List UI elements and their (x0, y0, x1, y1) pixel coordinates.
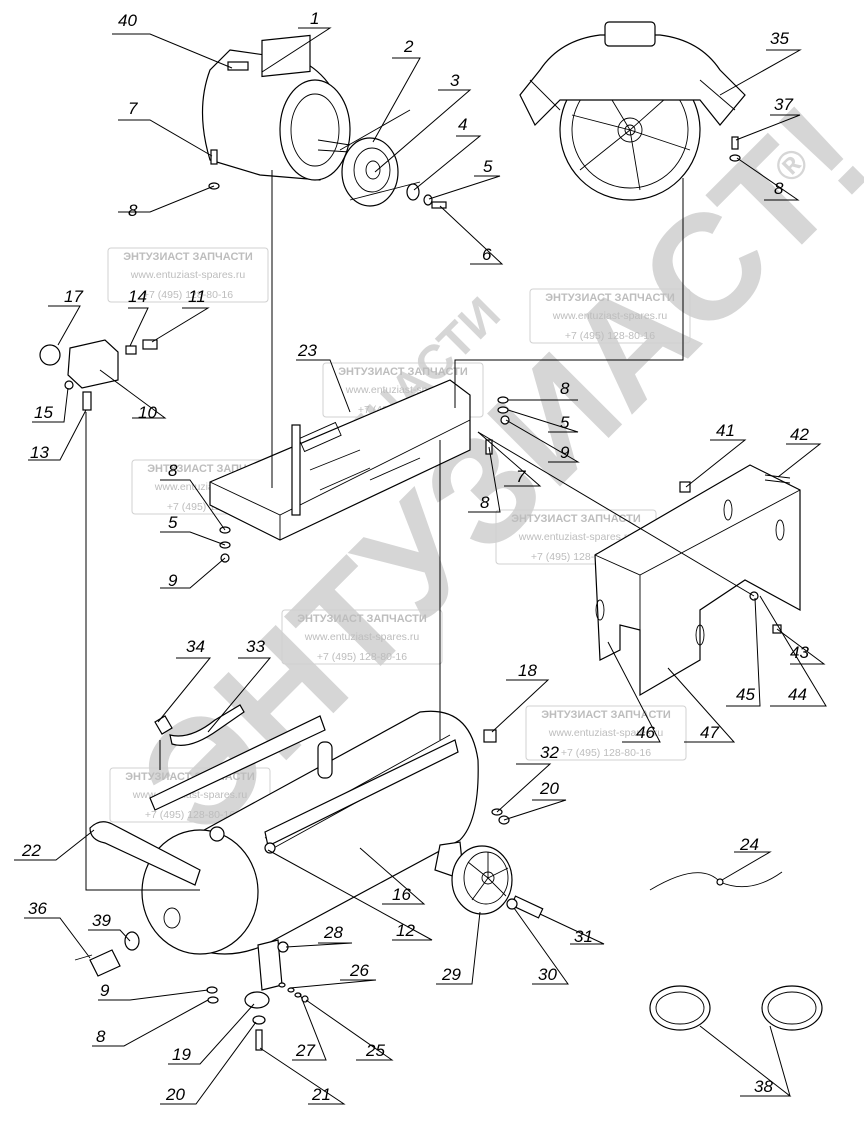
callout-15: 15 (34, 403, 53, 422)
callout-labels: 40 1 2 3 4 5 6 7 8 35 37 8 17 14 11 15 1… (21, 9, 809, 1104)
svg-text:ЭНТУЗИАСТ ЗАПЧАСТИ: ЭНТУЗИАСТ ЗАПЧАСТИ (511, 513, 641, 525)
callout-31: 31 (574, 927, 593, 946)
svg-text:ЭНТУЗИАСТ ЗАПЧАСТИ: ЭНТУЗИАСТ ЗАПЧАСТИ (545, 292, 675, 304)
svg-text:www.entuziast-spares.ru: www.entuziast-spares.ru (548, 727, 664, 739)
svg-text:www.entuziast-spares.ru: www.entuziast-spares.ru (130, 269, 246, 281)
motor-fasteners (208, 149, 220, 190)
assembly-lines (85, 170, 755, 891)
pulley-fasteners (406, 183, 447, 209)
svg-text:+7 (495) 128-80-16: +7 (495) 128-80-16 (561, 747, 651, 759)
callout-10: 10 (138, 403, 157, 422)
wheel-part (451, 845, 544, 919)
svg-text:ЭНТУЗИАСТ ЗАПЧАСТИ: ЭНТУЗИАСТ ЗАПЧАСТИ (541, 709, 671, 721)
callout-14: 14 (128, 287, 147, 306)
svg-text:ЭНТУЗИАСТ ЗАПЧАСТИ: ЭНТУЗИАСТ ЗАПЧАСТИ (123, 251, 253, 263)
callout-21: 21 (311, 1085, 331, 1104)
callout-5-bracket: 5 (560, 413, 570, 432)
callout-16: 16 (392, 885, 411, 904)
callout-47: 47 (700, 723, 719, 742)
callout-17: 17 (64, 287, 83, 306)
callout-46: 46 (636, 723, 655, 742)
motor-part (201, 34, 351, 181)
svg-text:+7 (495) 128-80-16: +7 (495) 128-80-16 (143, 289, 233, 301)
foot-part (206, 986, 270, 1051)
callout-20: 20 (539, 779, 559, 798)
callout-25: 25 (365, 1041, 385, 1060)
watermark-stamp: ЭНТУЗИАСТ ЗАПЧАСТИ www.entuziast-spares.… (281, 609, 443, 665)
callout-27: 27 (295, 1041, 315, 1060)
callout-37: 37 (774, 95, 793, 114)
belt-guard-part (594, 464, 801, 697)
callout-12: 12 (396, 921, 415, 940)
callout-9-left: 9 (168, 571, 178, 590)
callout-33: 33 (246, 637, 265, 656)
callout-8-top-right: 8 (774, 179, 784, 198)
watermark-stamp: ЭНТУЗИАСТ ЗАПЧАСТИ www.entuziast-spares.… (107, 247, 269, 303)
callout-7-bracket: 7 (516, 467, 526, 486)
callout-6: 6 (482, 245, 492, 264)
compressor-head-part (519, 21, 746, 201)
callout-2: 2 (403, 37, 414, 56)
cable-part (649, 871, 783, 891)
callout-7: 7 (128, 99, 138, 118)
callout-19: 19 (172, 1045, 191, 1064)
pressure-switch-part (39, 339, 158, 411)
callout-40: 40 (118, 11, 137, 30)
svg-text:+7 (495) 128-80-16: +7 (495) 128-80-16 (317, 651, 407, 663)
rings-part (649, 985, 823, 1031)
callout-5-left: 5 (168, 513, 178, 532)
mounting-bracket-part (209, 379, 471, 541)
callout-9-tank: 9 (100, 981, 110, 1000)
svg-text:www.entuziast-spares.ru: www.entuziast-spares.ru (518, 531, 634, 543)
svg-text:ЭНТУЗИАСТ ЗАПЧАСТИ: ЭНТУЗИАСТ ЗАПЧАСТИ (297, 613, 427, 625)
callout-32: 32 (540, 743, 559, 762)
callout-45: 45 (736, 685, 755, 704)
callout-26: 26 (349, 961, 369, 980)
callout-28: 28 (323, 923, 343, 942)
air-tank-part (89, 710, 479, 991)
callout-39: 39 (92, 911, 111, 930)
watermark-stamp: ЭНТУЗИАСТ ЗАПЧАСТИ www.entuziast-spares.… (495, 509, 657, 565)
callout-36: 36 (28, 899, 47, 918)
callout-8-left: 8 (168, 461, 178, 480)
callout-34: 34 (186, 637, 205, 656)
callout-8-tank: 8 (96, 1027, 106, 1046)
callout-leaders (14, 27, 827, 1105)
drain-valve-part (74, 931, 140, 977)
svg-text:ЭНТУЗИАСТ ЗАПЧАСТИ: ЭНТУЗИАСТ ЗАПЧАСТИ (338, 366, 468, 378)
callout-43: 43 (790, 643, 809, 662)
callout-42: 42 (790, 425, 809, 444)
svg-text:www.entuziast-spares.ru: www.entuziast-spares.ru (552, 310, 668, 322)
callout-24: 24 (739, 835, 759, 854)
valve-fasteners (277, 941, 309, 1003)
watermark-stamp: ЭНТУЗИАСТ ЗАПЧАСТИ www.entuziast-spares.… (529, 288, 691, 344)
callout-38: 38 (754, 1077, 773, 1096)
callout-20-foot: 20 (165, 1085, 185, 1104)
callout-29: 29 (441, 965, 461, 984)
svg-text:+7 (495) 128-80-16: +7 (495) 128-80-16 (565, 330, 655, 342)
callout-4: 4 (458, 115, 467, 134)
callout-35: 35 (770, 29, 789, 48)
callout-41: 41 (716, 421, 735, 440)
tank-fasteners (483, 729, 510, 825)
callout-3: 3 (450, 71, 460, 90)
callout-5: 5 (483, 157, 493, 176)
callout-23: 23 (297, 341, 317, 360)
watermark-stamp: ЭНТУЗИАСТ ЗАПЧАСТИ www.entuziast-spares.… (525, 705, 687, 761)
callout-30: 30 (538, 965, 557, 984)
callout-8: 8 (128, 201, 138, 220)
callout-22: 22 (21, 841, 41, 860)
callout-13: 13 (30, 443, 49, 462)
callout-18: 18 (518, 661, 537, 680)
svg-text:+7 (495) 128-80-16: +7 (495) 128-80-16 (145, 809, 235, 821)
callout-1: 1 (310, 9, 319, 28)
svg-text:www.entuziast-spares.ru: www.entuziast-spares.ru (304, 631, 420, 643)
callout-44: 44 (788, 685, 807, 704)
callout-11: 11 (188, 287, 206, 306)
pulley-part (339, 109, 421, 207)
callout-9-bracket: 9 (560, 443, 570, 462)
callout-8-bracket: 8 (560, 379, 570, 398)
callout-8-bracket-low: 8 (480, 493, 490, 512)
